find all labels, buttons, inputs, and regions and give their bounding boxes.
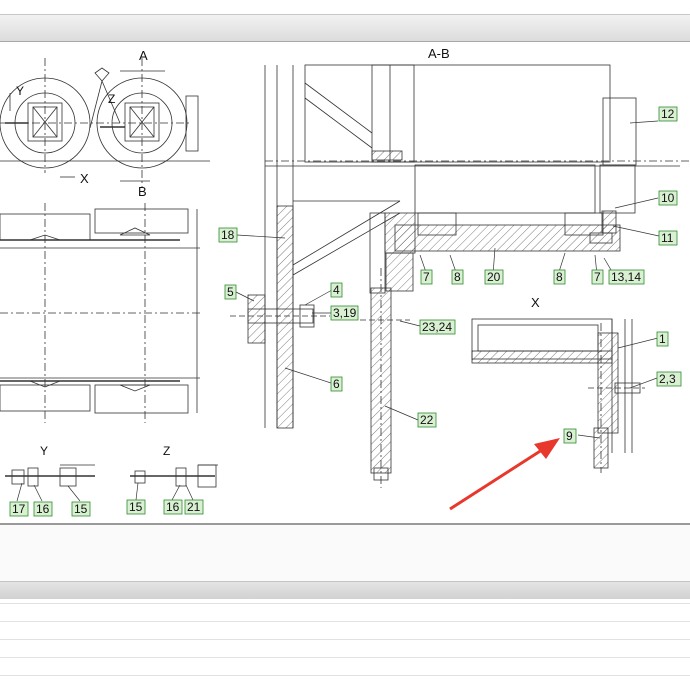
svg-text:17: 17 <box>12 502 26 516</box>
part-tag-13-14: 13,14 <box>608 269 645 285</box>
part-tag-10: 10 <box>658 190 678 206</box>
section-ab <box>230 64 690 488</box>
detail-label-x: X <box>531 295 540 310</box>
part-tag-6: 6 <box>330 376 343 392</box>
viewer-toolbar <box>0 14 690 42</box>
svg-text:8: 8 <box>454 270 461 284</box>
part-tag-21: 21 <box>184 499 204 515</box>
section-title-ab: A-B <box>428 46 450 61</box>
svg-text:2,3: 2,3 <box>659 372 676 386</box>
svg-text:10: 10 <box>661 191 675 205</box>
svg-text:5: 5 <box>227 285 234 299</box>
svg-text:16: 16 <box>166 500 180 514</box>
detail-x <box>471 318 645 473</box>
row-divider <box>0 657 690 658</box>
svg-text:18: 18 <box>221 228 235 242</box>
svg-text:4: 4 <box>333 283 340 297</box>
part-tag-16-z: 16 <box>163 499 183 515</box>
part-tag-8-left: 8 <box>451 269 464 285</box>
view-label-x: X <box>80 171 89 186</box>
leader-lines <box>16 120 660 502</box>
row-divider <box>0 639 690 640</box>
view-label-z: Z <box>108 92 115 106</box>
top-view <box>0 58 210 188</box>
lower-panel <box>0 599 690 686</box>
part-tag-8-right: 8 <box>553 269 566 285</box>
red-annotation-arrow <box>449 438 560 511</box>
part-tag-12: 12 <box>658 106 678 122</box>
canvas-margin <box>0 525 690 581</box>
svg-text:15: 15 <box>74 502 88 516</box>
row-divider <box>0 603 690 604</box>
section-label-a: A <box>139 48 148 63</box>
svg-text:7: 7 <box>423 270 430 284</box>
svg-text:13,14: 13,14 <box>611 270 641 284</box>
detail-label-y: Y <box>40 444 48 458</box>
svg-text:8: 8 <box>556 270 563 284</box>
part-tag-15-z: 15 <box>126 499 146 515</box>
svg-text:12: 12 <box>661 107 675 121</box>
part-tag-17: 17 <box>9 501 29 517</box>
svg-text:1: 1 <box>659 332 666 346</box>
svg-text:6: 6 <box>333 377 340 391</box>
part-tag-2-3: 2,3 <box>656 371 682 387</box>
part-tag-20: 20 <box>484 269 504 285</box>
detail-y <box>5 464 95 487</box>
part-tag-7-left: 7 <box>420 269 433 285</box>
svg-text:21: 21 <box>187 500 201 514</box>
svg-text:9: 9 <box>566 429 573 443</box>
part-tag-18: 18 <box>218 227 238 243</box>
svg-text:11: 11 <box>661 231 674 245</box>
part-tag-15-y: 15 <box>71 501 91 517</box>
row-divider <box>0 621 690 622</box>
view-label-y: Y <box>16 84 24 98</box>
detail-z <box>130 464 218 488</box>
drawing-canvas: A B Y Z X Y Z A-B <box>0 43 690 525</box>
row-divider <box>0 675 690 676</box>
svg-text:22: 22 <box>420 413 434 427</box>
part-tag-23-24: 23,24 <box>419 319 456 335</box>
part-tag-7-right: 7 <box>591 269 604 285</box>
part-tag-4: 4 <box>330 282 343 298</box>
part-tag-3-19: 3,19 <box>330 305 359 321</box>
svg-text:7: 7 <box>594 270 601 284</box>
svg-text:23,24: 23,24 <box>422 320 452 334</box>
svg-text:20: 20 <box>487 270 501 284</box>
svg-text:3,19: 3,19 <box>333 306 357 320</box>
side-view <box>0 203 200 423</box>
part-tag-22: 22 <box>417 412 437 428</box>
technical-drawing: A B Y Z X Y Z A-B <box>0 46 690 517</box>
section-label-b: B <box>138 184 147 199</box>
svg-text:16: 16 <box>36 502 50 516</box>
part-tag-1: 1 <box>656 331 669 347</box>
part-tag-16-y: 16 <box>33 501 53 517</box>
bottom-toolbar <box>0 581 690 600</box>
svg-text:15: 15 <box>129 500 143 514</box>
top-strip <box>0 0 690 14</box>
part-tag-11: 11 <box>658 230 678 246</box>
part-tag-5: 5 <box>224 284 237 300</box>
detail-label-z: Z <box>163 444 170 458</box>
part-tag-9: 9 <box>563 428 577 444</box>
